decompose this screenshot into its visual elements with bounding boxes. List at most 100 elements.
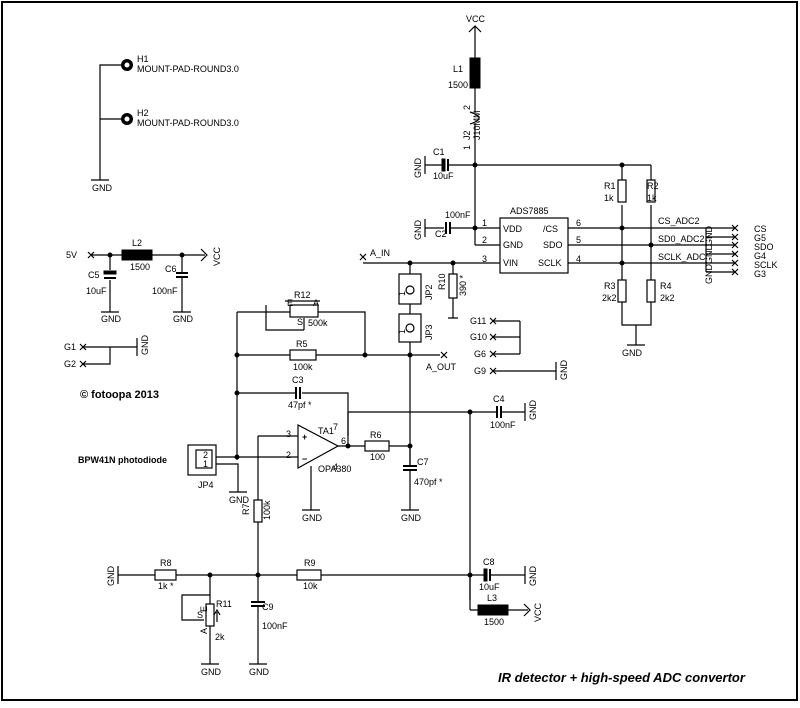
sdo-adc2-net: SD0_ADC2 bbox=[658, 234, 705, 244]
conn-sdo: SDO bbox=[754, 242, 774, 252]
resistor-r9 bbox=[296, 569, 322, 581]
c1-gnd: GND bbox=[413, 158, 423, 179]
potentiometer-r12 bbox=[289, 304, 319, 318]
opamp-pin4: 4 bbox=[333, 462, 338, 472]
r5-value: 100k bbox=[293, 362, 313, 372]
opamp-minus: − bbox=[302, 454, 307, 464]
jp4-pin1: 1 bbox=[203, 459, 208, 469]
g10-label: G10 bbox=[470, 332, 487, 342]
resistor-r5 bbox=[289, 349, 317, 361]
c5-gnd: GND bbox=[101, 314, 122, 324]
c2-value: 100nF bbox=[445, 210, 471, 220]
schematic-title: IR detector + high-speed ADC convertor bbox=[498, 670, 746, 685]
conn-g5-gnd: GND bbox=[704, 226, 714, 247]
conn-g3-gnd: GND bbox=[704, 264, 714, 285]
r4-value: 2k2 bbox=[660, 293, 675, 303]
j2-pin2: 2 bbox=[462, 105, 472, 110]
g1-label: G1 bbox=[64, 342, 76, 352]
vcc-supply-section: VCC L1 1500 J2 J10MM 2 1 C1 10uF GND GND… bbox=[413, 14, 652, 240]
conn-g5: G5 bbox=[754, 233, 766, 243]
l2-ref: L2 bbox=[132, 238, 142, 248]
inductor-l2 bbox=[121, 249, 153, 261]
h1-value: MOUNT-PAD-ROUND3.0 bbox=[137, 64, 239, 74]
l1-ref: L1 bbox=[453, 64, 463, 74]
h2-value: MOUNT-PAD-ROUND3.0 bbox=[137, 118, 239, 128]
g-pins: G11 G10 G6 G9 GND bbox=[470, 316, 569, 380]
c7-ref: C7 bbox=[417, 457, 429, 467]
r3-ref: R3 bbox=[604, 281, 616, 291]
c9-gnd: GND bbox=[249, 667, 270, 677]
opamp-ref: TA1 bbox=[318, 426, 334, 436]
adc-pinnum-6: 6 bbox=[576, 218, 581, 228]
c8-gnd: GND bbox=[528, 566, 538, 587]
j2-ref: J2 bbox=[462, 130, 472, 140]
r12-value: 500k bbox=[308, 318, 328, 328]
r1-value: 1k bbox=[604, 193, 614, 203]
c9-ref: C9 bbox=[262, 602, 274, 612]
opamp-pin3: 3 bbox=[286, 429, 291, 439]
adc-body bbox=[499, 217, 569, 274]
r11-a: A bbox=[199, 628, 209, 634]
c4-gnd: GND bbox=[528, 400, 538, 421]
r8-value: 1k * bbox=[158, 581, 174, 591]
r10-ref: R10 bbox=[437, 273, 447, 290]
c9-value: 100nF bbox=[262, 621, 288, 631]
r11-value: 2k bbox=[215, 632, 225, 642]
h1-ref: H1 bbox=[137, 54, 149, 64]
c3-ref: C3 bbox=[292, 375, 304, 385]
resistor-r6 bbox=[364, 440, 390, 452]
r8-ref: R8 bbox=[160, 558, 172, 568]
r11-ref: R11 bbox=[216, 599, 232, 609]
jp4-label: JP4 bbox=[198, 480, 214, 490]
r6-ref: R6 bbox=[370, 430, 382, 440]
resistor-r4 bbox=[646, 279, 656, 303]
conn-g4-gnd: GND bbox=[704, 244, 714, 265]
jp4-pin2: 2 bbox=[203, 450, 208, 460]
five-v-label: 5V bbox=[66, 250, 77, 260]
copyright-text: © fotoopa 2013 bbox=[80, 389, 159, 401]
r2-value: 1k bbox=[647, 193, 657, 203]
conn-g4: G4 bbox=[754, 251, 766, 261]
r12-a: A bbox=[313, 298, 319, 308]
l3-ref: L3 bbox=[487, 593, 497, 603]
c1-value: 10uF bbox=[433, 171, 454, 181]
cap-c8 bbox=[483, 568, 488, 582]
g1g2-gnd: GND bbox=[140, 335, 150, 356]
c8-value: 10uF bbox=[479, 582, 500, 592]
adc-pinnum-4: 4 bbox=[576, 254, 581, 264]
c5-value: 10uF bbox=[86, 286, 107, 296]
g9-gnd: GND bbox=[559, 360, 569, 381]
opamp-gnd: GND bbox=[302, 513, 323, 523]
feedback-network: R12 500k E A S R5 100k A_OUT C3 47pf * bbox=[234, 290, 457, 460]
resistor-r8 bbox=[154, 569, 177, 581]
opamp-pin2: 2 bbox=[286, 450, 291, 460]
r34-gnd: GND bbox=[622, 348, 643, 358]
r12-s: S bbox=[297, 317, 303, 327]
r4-ref: R4 bbox=[660, 281, 672, 291]
output-connector: CS G5 SDO G4 SCLK G3 GND GND GND bbox=[704, 224, 778, 284]
c7-gnd: GND bbox=[401, 513, 422, 523]
r2-ref: R2 bbox=[647, 181, 659, 191]
r1-ref: R1 bbox=[604, 181, 616, 191]
r5-ref: R5 bbox=[296, 339, 308, 349]
c4-value: 100nF bbox=[490, 420, 516, 430]
c2-ref: C2 bbox=[435, 229, 447, 239]
r9-ref: R9 bbox=[304, 558, 316, 568]
adc-ads7885: ADS7885 VDD GND VIN /CS SDO SCLK 1 2 3 6… bbox=[474, 206, 735, 274]
l2-value: 1500 bbox=[130, 262, 150, 272]
j2-pin1: 1 bbox=[462, 145, 472, 150]
adc-pinnum-2: 2 bbox=[482, 235, 487, 245]
a-in-label: A_IN bbox=[370, 248, 390, 258]
c6-gnd: GND bbox=[173, 314, 194, 324]
opamp-ta1: + − TA1 OPA380 3 2 6 7 4 GND bbox=[234, 409, 473, 600]
opamp-pin7: 7 bbox=[333, 422, 338, 432]
adc-pinnum-3: 3 bbox=[482, 254, 487, 264]
r12-e: E bbox=[287, 298, 293, 308]
bias-r7: R7 100k bbox=[241, 436, 272, 575]
g2-label: G2 bbox=[64, 359, 76, 369]
gnd-label: GND bbox=[92, 183, 113, 193]
g1-g2-pins: G1 G2 GND bbox=[64, 335, 150, 370]
inductor-l1 bbox=[469, 57, 481, 89]
photodiode-label: BPW41N photodiode bbox=[78, 455, 167, 465]
